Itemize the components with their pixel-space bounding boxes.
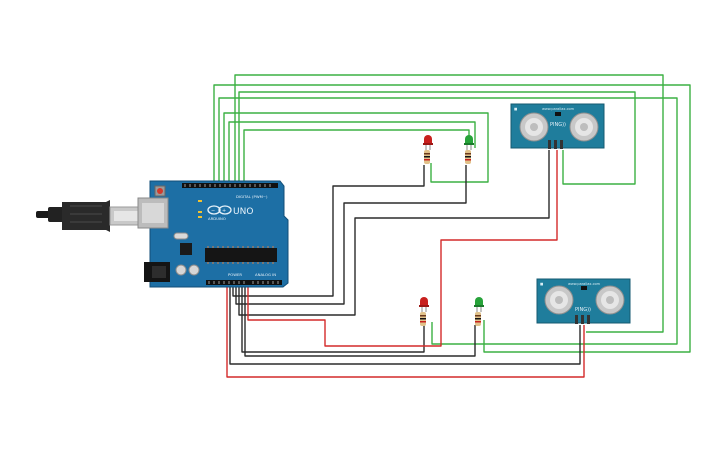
ultrasonic-sensor-top[interactable]: www.parallax.com ■ PING)) (510, 103, 605, 149)
usb-chip (180, 243, 192, 255)
wire-green-5[interactable] (223, 112, 489, 185)
analog-label: ANALOG IN (255, 272, 276, 277)
power-analog-header (206, 280, 282, 285)
led-bottom-red[interactable] (419, 297, 429, 312)
wire-green-7[interactable] (243, 129, 470, 185)
sensor-bottom-tag: ■ (540, 282, 543, 286)
resistor-bottom-red[interactable] (420, 312, 426, 326)
wire-ground-2[interactable] (235, 165, 467, 305)
wire-power-1[interactable] (247, 150, 558, 347)
resistor-bottom-green[interactable] (475, 312, 481, 326)
resistor-top-red[interactable] (424, 150, 430, 164)
crystal (173, 232, 189, 240)
status-led-rx (198, 216, 202, 218)
sensor-top-tag: ■ (514, 107, 517, 111)
microcontroller-chip (205, 246, 277, 264)
led-top-red[interactable] (423, 135, 433, 150)
status-led-tx (198, 211, 202, 213)
arduino-brand: ARDUINO (208, 216, 226, 221)
wires (213, 74, 691, 378)
digital-label: DIGITAL (PWM~) (236, 194, 268, 199)
svg-text:−: − (211, 208, 215, 214)
wire-ground-3[interactable] (238, 150, 550, 316)
sensor-bottom-pins (575, 315, 590, 324)
status-led-l (198, 200, 202, 202)
uno-label: UNO (233, 207, 253, 217)
sensor-bottom-model: PING)) (575, 307, 591, 313)
led-top-green[interactable] (464, 135, 474, 150)
sensor-bottom-header: www.parallax.com (568, 282, 601, 286)
wire-green-6[interactable] (228, 121, 476, 185)
ultrasonic-sensor-bottom[interactable]: www.parallax.com ■ PING)) (536, 278, 631, 324)
capacitor-1 (175, 264, 187, 276)
power-label: POWER (228, 272, 242, 277)
arduino-board[interactable]: DIGITAL (PWM~) − + UNO ARDUINO (137, 180, 289, 288)
wire-ground-5[interactable] (244, 287, 476, 357)
sensor-top-pins (548, 140, 563, 149)
usb-cable[interactable] (36, 200, 145, 232)
sensor-top-header: www.parallax.com (542, 107, 575, 111)
wire-ground-1[interactable] (232, 165, 425, 297)
wire-green-2[interactable] (238, 91, 636, 185)
wire-green-4[interactable] (218, 97, 678, 345)
arduino-logo: − + (207, 205, 232, 215)
wire-ground-4[interactable] (241, 287, 425, 353)
wire-green-3[interactable] (213, 84, 691, 353)
svg-text:+: + (222, 208, 226, 214)
wire-ground-6[interactable] (229, 287, 581, 365)
wire-power-2[interactable] (226, 287, 585, 378)
led-bottom-green[interactable] (474, 297, 484, 312)
sensor-top-model: PING)) (550, 122, 566, 128)
digital-header (182, 183, 278, 188)
wire-green-1[interactable] (234, 74, 664, 333)
resistor-top-green[interactable] (465, 150, 471, 164)
capacitor-2 (188, 264, 200, 276)
